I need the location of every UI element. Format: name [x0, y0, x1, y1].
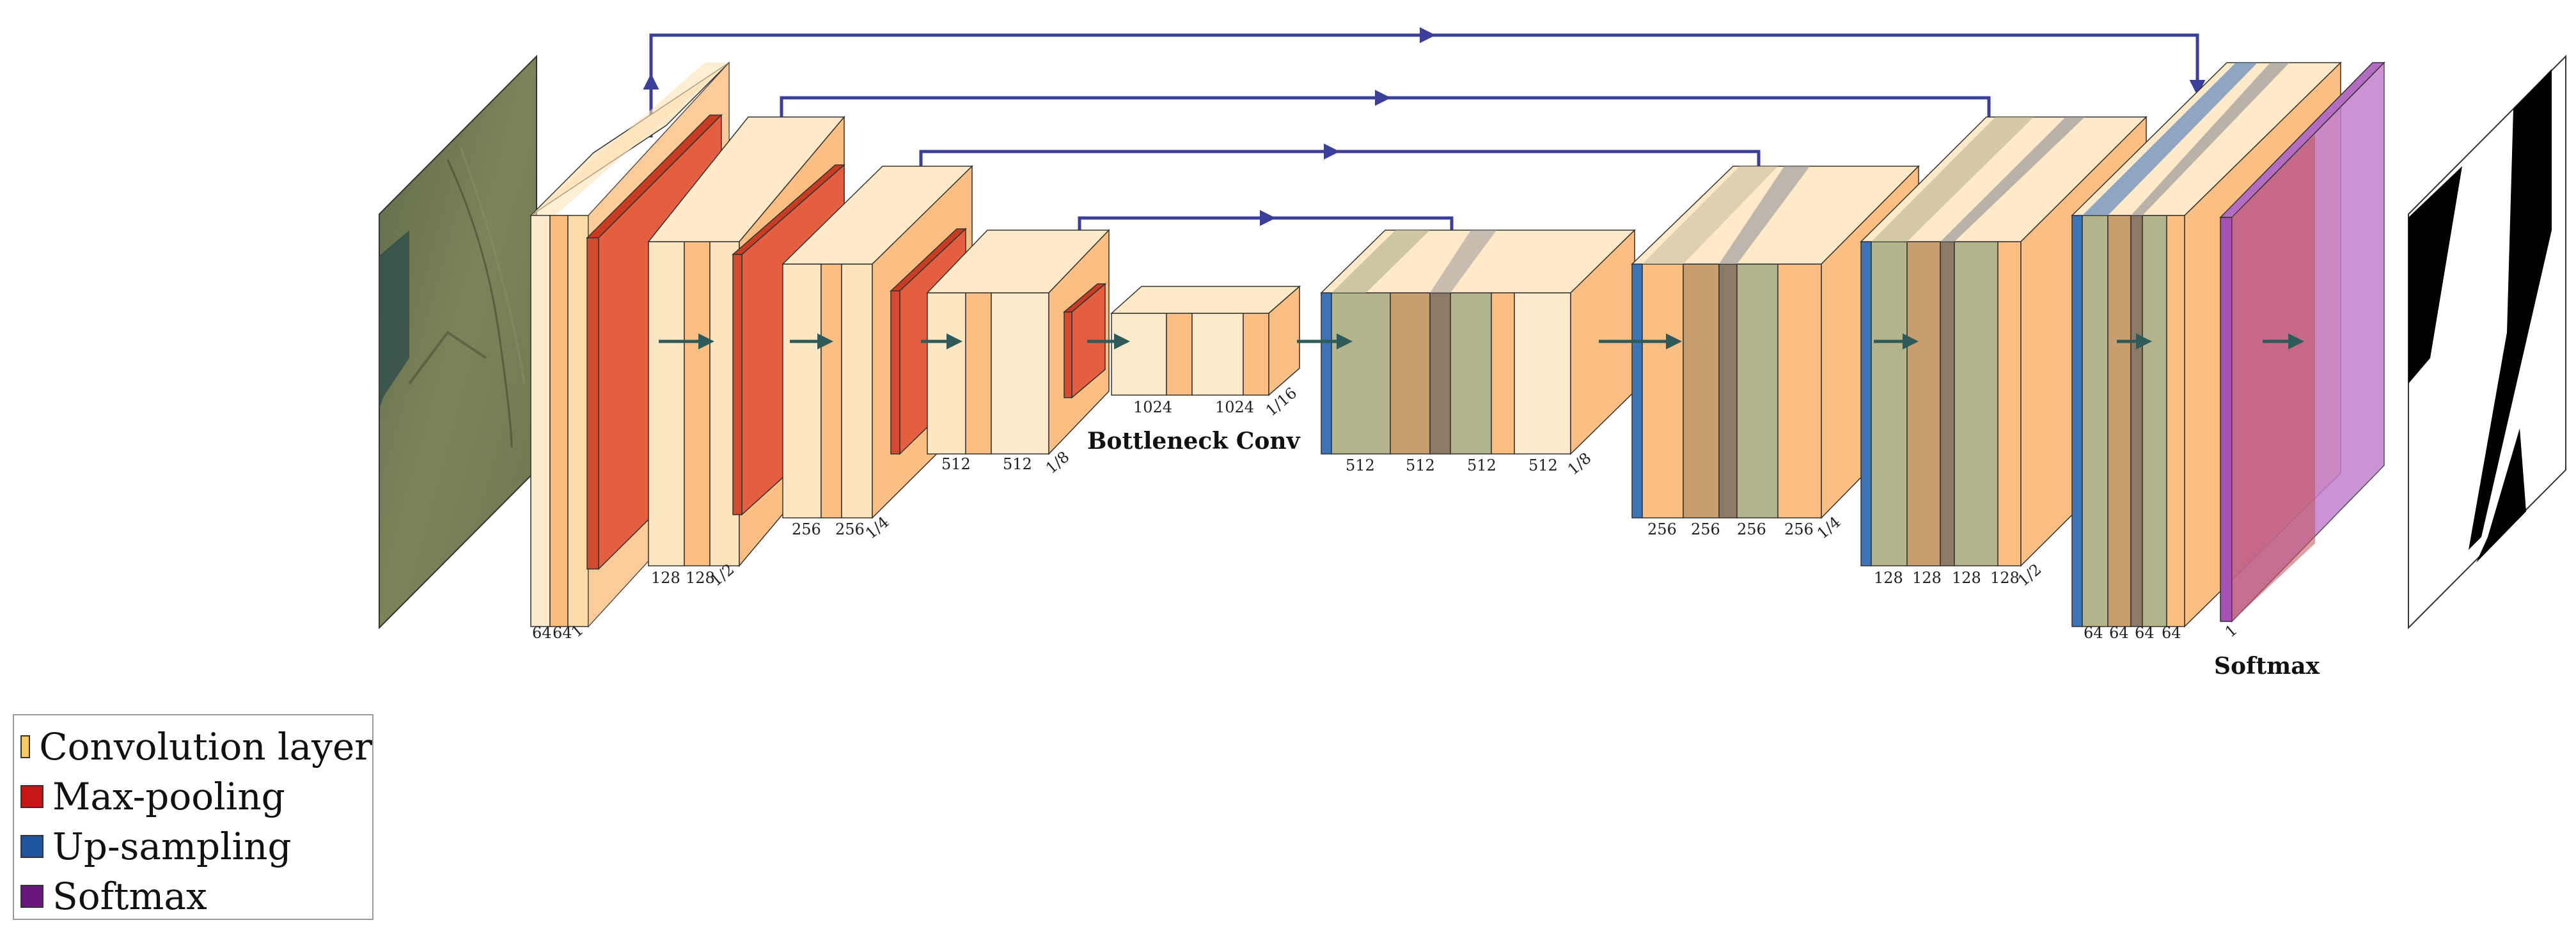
dec4-ch2-label: 512 — [1406, 456, 1435, 474]
dec3-ch2-label: 256 — [1691, 520, 1720, 538]
enc1-ch2-label: 64 — [553, 624, 572, 642]
enc4-ch1-label: 512 — [941, 455, 971, 473]
bottleneck-caption: Bottleneck Conv — [1087, 428, 1301, 455]
enc2-ch2-label: 128 — [686, 569, 715, 587]
dec2-ch1-label: 128 — [1874, 569, 1903, 587]
softmax-channel-label: 1 — [2222, 621, 2241, 641]
convolution-swatch — [20, 735, 31, 758]
enc3-ch1-label: 256 — [792, 520, 821, 538]
skip-connection-level-1 — [643, 27, 2206, 137]
legend-label-upsampling: Up-sampling — [52, 825, 292, 868]
input-satellite-image — [379, 54, 537, 630]
decoder-block-4 — [1320, 229, 1636, 455]
upsampling-swatch — [20, 835, 43, 858]
legend-item-maxpooling: Max-pooling — [20, 772, 372, 822]
dec3-ch4-label: 256 — [1784, 520, 1814, 538]
dec1-ch3-label: 64 — [2135, 624, 2155, 642]
legend-label-convolution: Convolution layer — [39, 725, 372, 768]
softmax-layer — [2219, 61, 2385, 623]
softmax-caption: Softmax — [2214, 653, 2320, 680]
dec2-ch3-label: 128 — [1952, 569, 1981, 587]
dec1-ch4-label: 64 — [2162, 624, 2181, 642]
legend-label-maxpooling: Max-pooling — [52, 775, 285, 818]
maxpooling-swatch — [20, 785, 43, 808]
bottleneck-ch2-label: 1024 — [1215, 398, 1254, 416]
dec1-ch1-label: 64 — [2084, 624, 2103, 642]
encoder-block-4 — [926, 229, 1110, 455]
enc1-ch1-label: 64 — [532, 624, 552, 642]
enc4-ch2-label: 512 — [1003, 455, 1032, 473]
softmax-swatch — [20, 885, 43, 908]
dec4-ch4-label: 512 — [1528, 456, 1558, 474]
dec2-ch2-label: 128 — [1912, 569, 1942, 587]
dec1-ch2-label: 64 — [2109, 624, 2129, 642]
dec3-ch3-label: 256 — [1737, 520, 1766, 538]
legend: Convolution layer Max-pooling Up-samplin… — [13, 714, 373, 920]
output-segmentation-mask — [2408, 54, 2566, 630]
skip-connection-level-3 — [913, 143, 1767, 217]
skip-connection-level-2 — [773, 90, 1997, 169]
legend-item-upsampling: Up-sampling — [20, 822, 372, 871]
legend-item-convolution: Convolution layer — [20, 722, 372, 772]
dec4-ch3-label: 512 — [1467, 456, 1496, 474]
legend-item-softmax: Softmax — [20, 871, 372, 921]
enc3-ch2-label: 256 — [835, 520, 865, 538]
dec3-ch1-label: 256 — [1647, 520, 1677, 538]
dec2-ch4-label: 128 — [1990, 569, 2020, 587]
enc2-ch1-label: 128 — [651, 569, 680, 587]
dec4-ch1-label: 512 — [1346, 456, 1375, 474]
bottleneck-ch1-label: 1024 — [1133, 398, 1172, 416]
legend-label-softmax: Softmax — [52, 875, 207, 918]
bottleneck-block — [1110, 285, 1301, 396]
